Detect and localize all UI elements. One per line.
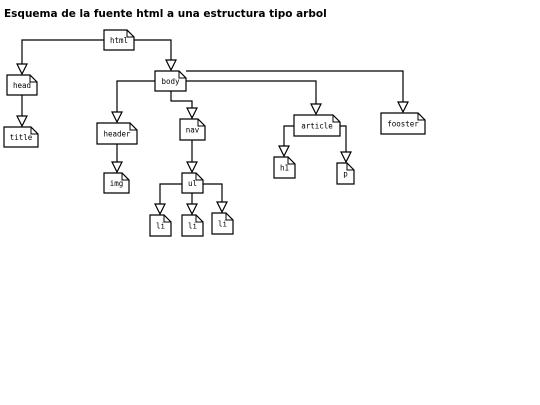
node-article-fold (332, 115, 340, 123)
node-li3-shape (211, 212, 234, 235)
node-head-fold (29, 75, 37, 83)
node-footer: fooster (380, 112, 426, 135)
node-head: head (6, 74, 38, 96)
edge-body-footer-arrowhead (397, 101, 409, 114)
node-li2-shape (181, 214, 204, 237)
node-header-fold (129, 123, 137, 131)
node-title-shape (3, 126, 39, 148)
node-img: img (103, 172, 130, 194)
node-nav-fold (197, 119, 205, 127)
nodes: html head title body header img nav ul li li li art… (3, 29, 426, 237)
node-body-shape (154, 70, 187, 92)
edge-body-article (186, 80, 317, 105)
node-html: html (103, 29, 135, 51)
node-li3-label: li (218, 220, 227, 229)
edge-html-body (134, 39, 172, 61)
edge-body-footer (186, 70, 404, 103)
arrowheads (16, 59, 409, 216)
edge-body-header-arrowhead (111, 111, 123, 124)
edge-ul-li1 (159, 183, 182, 205)
edge-article-h1 (283, 125, 294, 147)
edge-ul-li3 (203, 183, 223, 203)
edge-head-title-arrowhead (16, 115, 28, 128)
edge-ul-li3-arrowhead (216, 201, 228, 214)
node-li2-label: li (188, 222, 197, 231)
edge-body-nav-arrowhead (186, 107, 198, 120)
edge-header-img-arrowhead (111, 161, 123, 174)
node-li1-label: li (156, 222, 165, 231)
node-li2: li (181, 214, 204, 237)
node-footer-shape (380, 112, 426, 135)
node-li1: li (149, 214, 172, 237)
node-img-label: img (110, 179, 124, 188)
edge-ul-li2-arrowhead (186, 203, 198, 216)
node-ul-fold (195, 173, 203, 181)
node-head-label: head (13, 81, 31, 90)
edge-article-p-arrowhead (340, 151, 352, 164)
diagram-title: Esquema de la fuente html a una estructu… (4, 8, 327, 20)
edge-body-header (116, 80, 155, 113)
node-header: header (96, 122, 138, 145)
node-h1-label: h1 (280, 164, 289, 173)
node-body: body (154, 70, 187, 92)
edge-article-h1-arrowhead (278, 145, 290, 158)
edge-ul-li1-arrowhead (154, 203, 166, 216)
node-p-fold (346, 163, 354, 171)
node-nav-shape (179, 118, 206, 141)
node-img-fold (121, 173, 129, 181)
node-img-shape (103, 172, 130, 194)
node-html-fold (126, 30, 134, 38)
edge-nav-ul-arrowhead (186, 161, 198, 174)
node-footer-fold (417, 113, 425, 121)
node-article-shape (293, 114, 341, 137)
node-p-label: p (343, 170, 348, 179)
node-h1-fold (287, 157, 295, 165)
node-body-label: body (161, 77, 180, 86)
node-header-shape (96, 122, 138, 145)
node-h1-shape (273, 156, 296, 179)
node-ul-shape (181, 172, 204, 194)
node-h1: h1 (273, 156, 296, 179)
node-p-shape (336, 162, 355, 185)
node-header-label: header (103, 130, 131, 139)
node-li3: li (211, 212, 234, 235)
node-title-label: title (10, 133, 33, 142)
node-li1-fold (163, 215, 171, 223)
node-html-label: html (110, 36, 128, 45)
node-ul: ul (181, 172, 204, 194)
node-ul-label: ul (188, 179, 197, 188)
node-p: p (336, 162, 355, 185)
node-article: article (293, 114, 341, 137)
node-title-fold (30, 127, 38, 135)
edge-body-nav (170, 91, 193, 109)
edge-html-body-arrowhead (165, 59, 177, 72)
node-nav: nav (179, 118, 206, 141)
node-li2-fold (195, 215, 203, 223)
node-li1-shape (149, 214, 172, 237)
node-body-fold (178, 71, 186, 79)
edge-html-head (21, 39, 104, 65)
edges (21, 39, 404, 205)
node-footer-label: fooster (387, 120, 419, 129)
edge-html-head-arrowhead (16, 63, 28, 76)
node-nav-label: nav (186, 126, 200, 135)
node-title: title (3, 126, 39, 148)
node-li3-fold (225, 213, 233, 221)
edge-article-p (340, 125, 347, 153)
node-article-label: article (301, 122, 333, 131)
edge-body-article-arrowhead (310, 103, 322, 116)
